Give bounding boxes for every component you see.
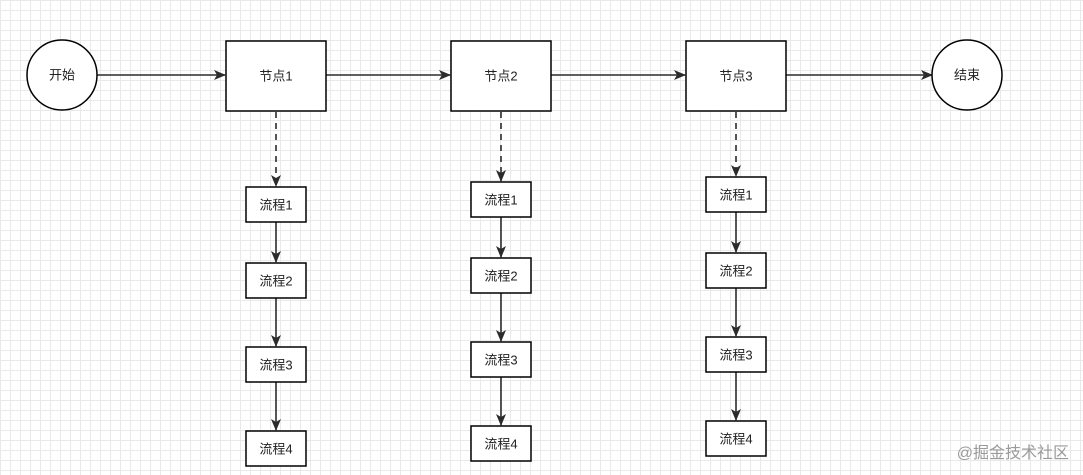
- col-3-step-2-label: 流程2: [719, 264, 752, 279]
- col-3-step-3: 流程3: [705, 336, 767, 373]
- col-1-step-3-label: 流程3: [259, 358, 292, 373]
- node-3: 节点3: [685, 40, 787, 112]
- start-node: 开始: [26, 39, 98, 111]
- watermark: @掘金技术社区: [956, 445, 1069, 462]
- start-node-label: 开始: [49, 68, 75, 83]
- node-2-label: 节点2: [484, 69, 517, 84]
- col-3-step-1-label: 流程1: [719, 188, 752, 203]
- col-2-step-4: 流程4: [470, 425, 532, 462]
- col-1-step-2: 流程2: [245, 262, 307, 299]
- end-node-label: 结束: [954, 68, 980, 83]
- node-1-label: 节点1: [259, 69, 292, 84]
- col-3-step-3-label: 流程3: [719, 348, 752, 363]
- col-2-step-1-label: 流程1: [484, 193, 517, 208]
- col-2-step-2-label: 流程2: [484, 269, 517, 284]
- end-node: 结束: [931, 39, 1003, 111]
- col-2-step-4-label: 流程4: [484, 437, 517, 452]
- col-2-step-1: 流程1: [470, 181, 532, 218]
- col-1-step-1-label: 流程1: [259, 198, 292, 213]
- node-3-label: 节点3: [719, 69, 752, 84]
- col-1-step-2-label: 流程2: [259, 274, 292, 289]
- col-3-step-4: 流程4: [705, 420, 767, 457]
- node-2: 节点2: [450, 40, 552, 112]
- col-3-step-4-label: 流程4: [719, 432, 752, 447]
- col-1-step-4-label: 流程4: [259, 442, 292, 457]
- col-3-step-1: 流程1: [705, 176, 767, 213]
- col-2-step-3: 流程3: [470, 341, 532, 378]
- col-2-step-2: 流程2: [470, 257, 532, 294]
- col-1-step-4: 流程4: [245, 430, 307, 467]
- node-1: 节点1: [225, 40, 327, 112]
- col-1-step-3: 流程3: [245, 346, 307, 383]
- col-2-step-3-label: 流程3: [484, 353, 517, 368]
- col-3-step-2: 流程2: [705, 252, 767, 289]
- col-1-step-1: 流程1: [245, 186, 307, 223]
